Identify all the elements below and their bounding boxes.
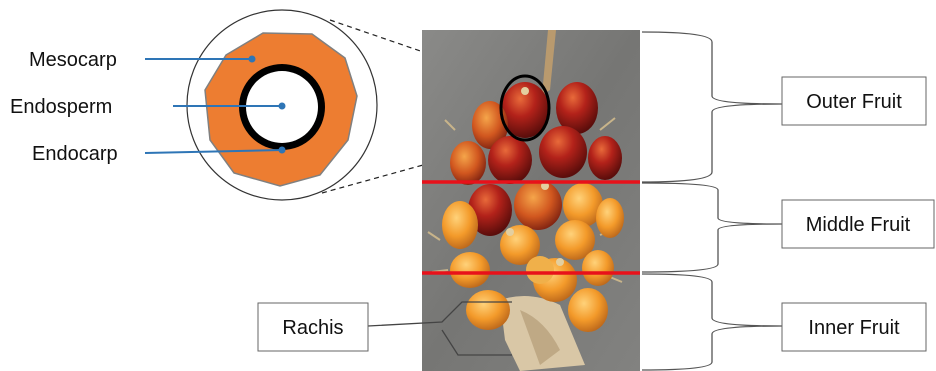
endocarp-label: Endocarp — [32, 143, 118, 165]
middle-fruit-label: Middle Fruit — [806, 214, 911, 236]
endosperm-dot — [279, 103, 286, 110]
outer-fruit-box: Outer Fruit — [782, 77, 926, 125]
outer-brace — [642, 32, 782, 182]
inner-fruit-label: Inner Fruit — [808, 317, 900, 339]
region-braces — [642, 32, 782, 370]
rachis-label: Rachis — [282, 317, 343, 339]
mesocarp-dot — [249, 56, 256, 63]
inner-brace — [642, 274, 782, 370]
oil-palm-bunch-photo — [422, 30, 640, 371]
endosperm-label: Endosperm — [10, 96, 112, 118]
cross-section: Mesocarp Endosperm Endocarp — [10, 10, 377, 200]
inner-fruit-box: Inner Fruit — [782, 303, 926, 351]
middle-fruit-box: Middle Fruit — [782, 200, 934, 248]
outer-fruit-label: Outer Fruit — [806, 91, 902, 113]
middle-brace — [642, 183, 782, 272]
endocarp-dot — [279, 147, 286, 154]
mesocarp-label: Mesocarp — [29, 49, 117, 71]
